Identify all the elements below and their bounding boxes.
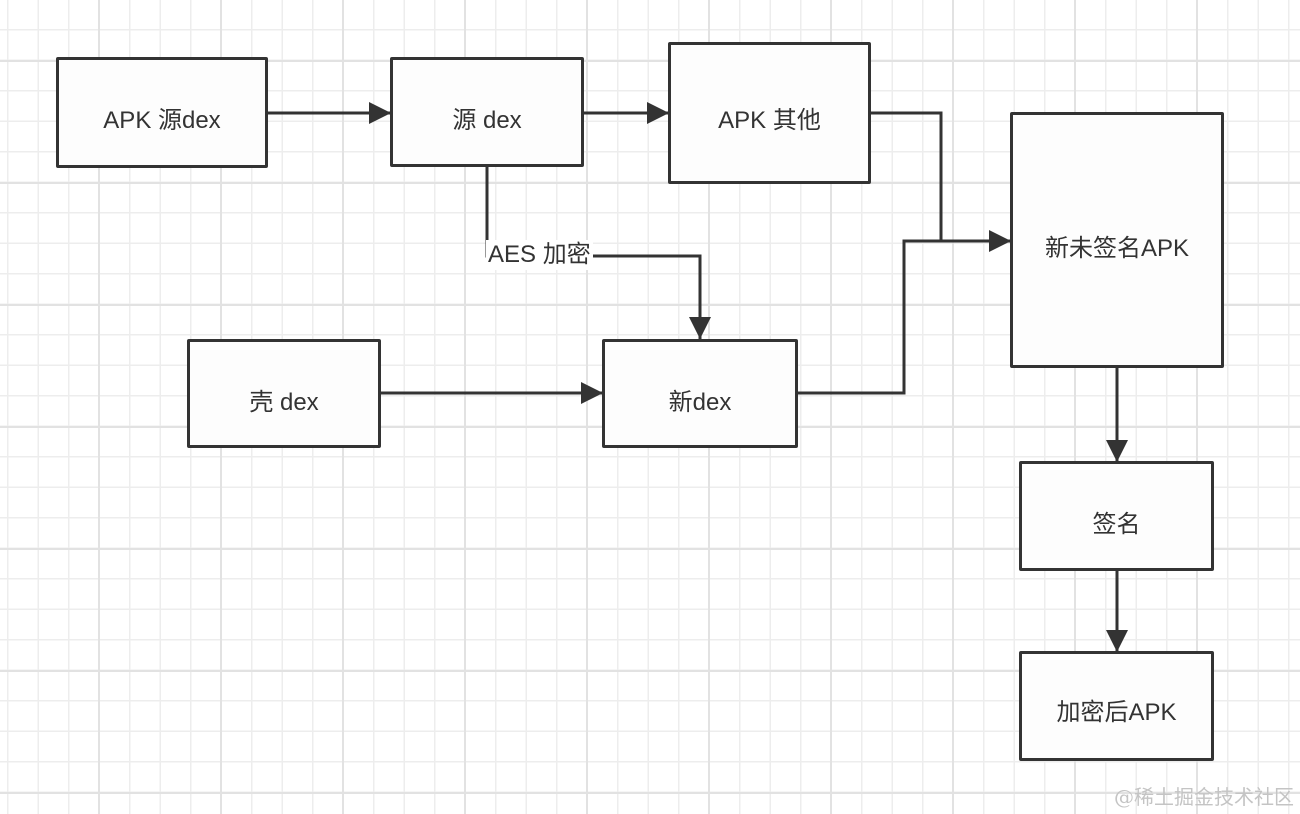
node-apk-source-dex[interactable]: APK 源dex — [56, 57, 268, 168]
node-new-unsigned-apk[interactable]: 新未签名APK — [1010, 112, 1224, 368]
node-apk-other[interactable]: APK 其他 — [668, 42, 871, 184]
node-encrypted-apk[interactable]: 加密后APK — [1019, 651, 1214, 761]
node-label: 加密后APK — [1056, 699, 1177, 726]
node-label: APK 源dex — [103, 107, 221, 134]
node-label: 新dex — [668, 389, 732, 416]
node-label: 签名 — [1092, 511, 1141, 538]
node-shell-dex[interactable]: 壳 dex — [187, 339, 381, 448]
edge-new-dex-to-new-unsigned-apk[interactable] — [797, 239, 980, 395]
node-new-dex[interactable]: 新dex — [602, 339, 798, 448]
edge-source-dex-to-new-dex[interactable] — [485, 166, 711, 339]
edge-label-aes-encrypt: AES 加密 — [486, 240, 593, 270]
node-source-dex[interactable]: 源 dex — [390, 57, 584, 167]
node-label: 源 dex — [452, 107, 522, 134]
watermark: @稀土掘金技术社区 — [1114, 785, 1294, 809]
node-label: APK 其他 — [718, 107, 821, 134]
edge-apk-other-to-new-unsigned-apk[interactable] — [870, 111, 1011, 252]
node-label: 新未签名APK — [1044, 235, 1190, 262]
node-sign[interactable]: 签名 — [1019, 461, 1214, 571]
node-label: 壳 dex — [249, 389, 319, 416]
